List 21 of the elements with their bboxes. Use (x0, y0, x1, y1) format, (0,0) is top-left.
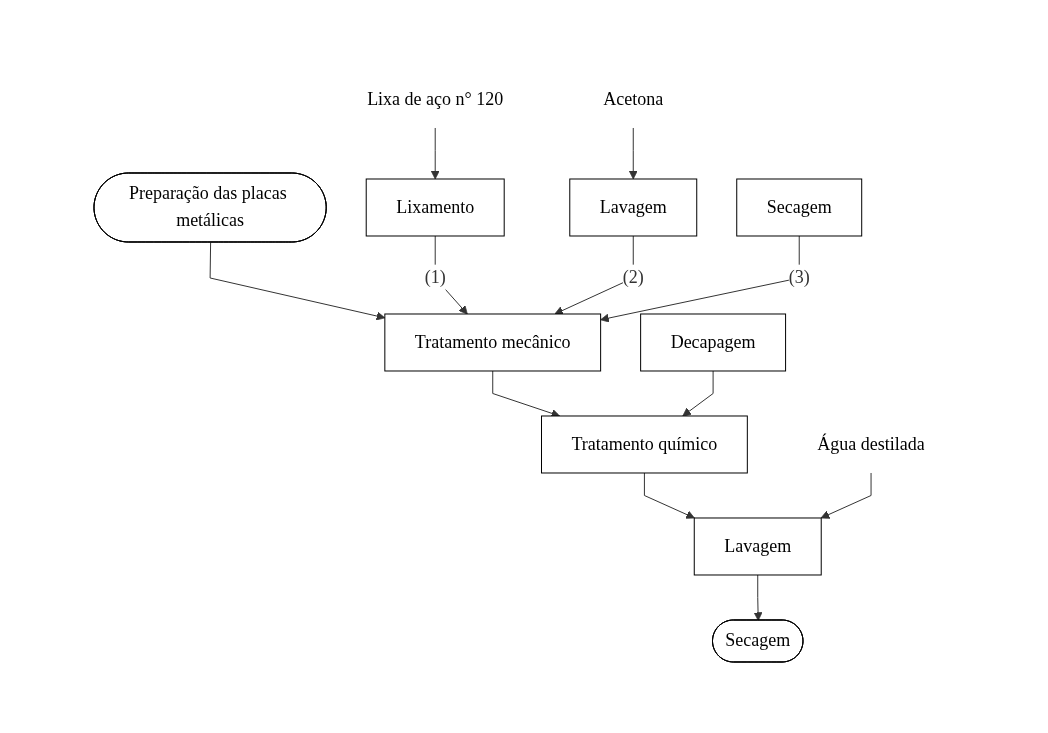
node-text: Lixa de aço n° 120 (366, 89, 503, 109)
node-box: Decapagem (639, 313, 786, 372)
arrow (209, 242, 385, 321)
arrow (599, 235, 800, 323)
arrow (682, 370, 714, 417)
node-box: Tratamento mecânico (383, 313, 601, 372)
node-box: Lavagem (693, 517, 822, 576)
edge-label: (1) (424, 267, 446, 288)
node-box: Tratamento químico (540, 415, 748, 474)
arrow (643, 472, 695, 519)
node-box: Secagem (735, 178, 862, 237)
node-text: Água destilada (816, 433, 925, 454)
arrow (628, 127, 638, 180)
node-box: Lixamento (365, 178, 505, 237)
arrow (820, 472, 872, 519)
node-box: Lavagem (568, 178, 697, 237)
arrow (753, 574, 763, 621)
edge-label: (2) (622, 267, 644, 288)
edge-label: (3) (788, 267, 810, 288)
node-text: Acetona (602, 89, 663, 109)
arrow (430, 127, 440, 180)
